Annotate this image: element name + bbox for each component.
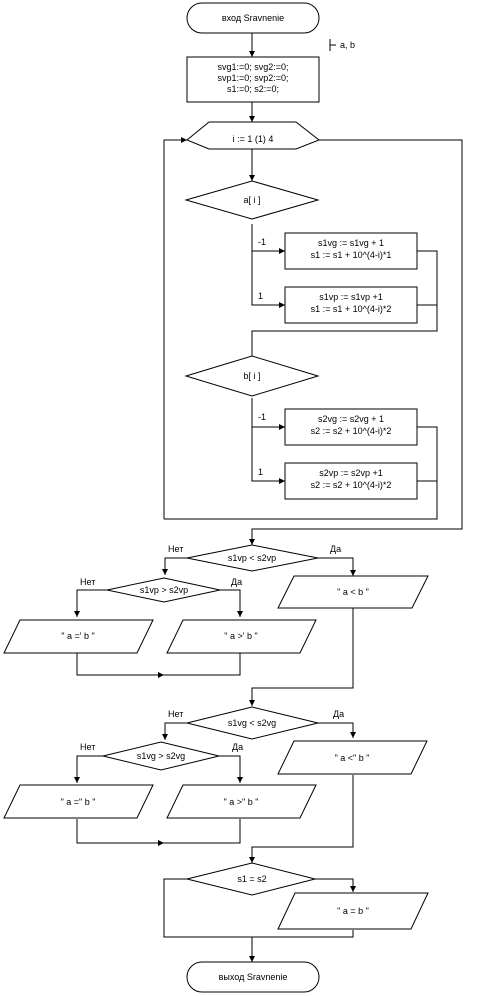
- decision-5: [186, 862, 316, 896]
- process-b1-line-1: s2vg := s2vg + 1: [318, 414, 384, 424]
- loop-label: i := 1 (1) 4: [233, 134, 274, 144]
- decision-a: [184, 180, 320, 220]
- output-4: [277, 740, 428, 775]
- output-4-label: " a <" b ": [335, 753, 370, 763]
- process-a1: [284, 232, 418, 270]
- decision-3-label: s1vg < s2vg: [228, 718, 276, 728]
- decision-2-yes: Да: [231, 577, 242, 587]
- decision-4-label: s1vg > s2vg: [137, 751, 185, 761]
- process-a2-line-1: s1vp := s1vp +1: [319, 292, 383, 302]
- output-5-label: " a =" b ": [61, 797, 96, 807]
- decision-3: [186, 706, 319, 740]
- loop-block: [186, 121, 320, 150]
- process-b2: [284, 462, 418, 500]
- params-label: a, b: [340, 40, 355, 50]
- decision-1-yes: Да: [330, 544, 341, 554]
- output-1-label: " a < b ": [337, 587, 369, 597]
- decision-1-no: Нет: [168, 544, 183, 554]
- output-7: [277, 892, 429, 930]
- decision-1-label: s1vp < s2vp: [228, 553, 276, 563]
- decision-a-branch-pos: 1: [258, 291, 263, 301]
- process-b2-line-1: s2vp := s2vp +1: [319, 468, 383, 478]
- init-process: [186, 56, 320, 103]
- end-label: выход Sravnenie: [219, 972, 288, 982]
- process-b1: [284, 408, 418, 446]
- decision-a-label: a[ i ]: [243, 195, 260, 205]
- decision-3-no: Нет: [168, 709, 183, 719]
- decision-2-no: Нет: [80, 577, 95, 587]
- output-3-label: " a >' b ": [224, 631, 257, 641]
- output-6-label: " a >" b ": [224, 797, 259, 807]
- decision-4-no: Нет: [80, 742, 95, 752]
- decision-1: [186, 544, 319, 572]
- output-1: [277, 575, 429, 609]
- process-b1-line-2: s2 := s2 + 10^(4-i)*2: [311, 426, 392, 436]
- output-5: [3, 784, 154, 819]
- init-line-1: svg1:=0; svg2:=0;: [217, 62, 288, 72]
- output-2: [3, 619, 154, 654]
- arrowheads: [74, 51, 356, 962]
- output-3: [166, 619, 317, 654]
- decision-2-label: s1vp > s2vp: [140, 585, 188, 595]
- process-a1-line-1: s1vg := s1vg + 1: [318, 238, 384, 248]
- process-a2-line-2: s1 := s1 + 10^(4-i)*2: [311, 304, 392, 314]
- init-line-2: svp1:=0; svp2:=0;: [217, 73, 288, 83]
- decision-3-yes: Да: [333, 709, 344, 719]
- decision-b-branch-pos: 1: [258, 467, 263, 477]
- process-a1-line-2: s1 := s1 + 10^(4-i)*1: [311, 250, 392, 260]
- process-b2-line-2: s2 := s2 + 10^(4-i)*2: [311, 480, 392, 490]
- process-a2: [284, 286, 418, 324]
- decision-b-label: b[ i ]: [243, 371, 260, 381]
- init-line-3: s1:=0; s2:=0;: [227, 84, 279, 94]
- decision-5-label: s1 = s2: [237, 874, 266, 884]
- decision-4-yes: Да: [232, 742, 243, 752]
- decision-b: [184, 355, 320, 397]
- decision-b-branch-neg: -1: [258, 412, 266, 422]
- decision-2: [106, 577, 221, 603]
- end-terminator: [186, 961, 320, 993]
- start-label: вход Sravnenie: [222, 13, 284, 23]
- decision-a-branch-neg: -1: [258, 237, 266, 247]
- start-terminator: [186, 2, 320, 34]
- decision-4: [102, 741, 220, 771]
- output-6: [166, 784, 317, 819]
- output-2-label: " a =' b ": [61, 631, 94, 641]
- output-7-label: " a = b ": [337, 906, 369, 916]
